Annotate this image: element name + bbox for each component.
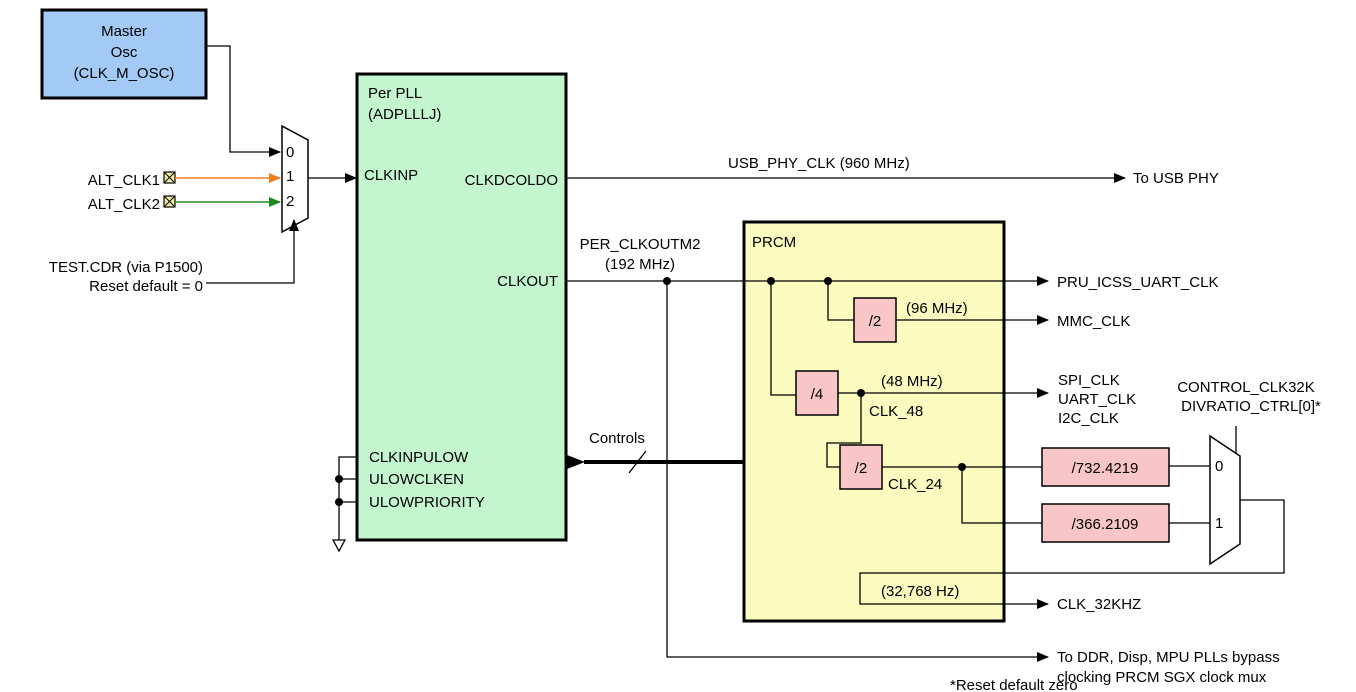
per-freq-label: (192 MHz): [605, 256, 675, 273]
input-mux-in1: 1: [286, 168, 294, 185]
per-clkoutm2-label: PER_CLKOUTM2: [580, 236, 701, 253]
ground-icon: [331, 539, 347, 553]
pll-ulowpriority-label: ULOWPRIORITY: [369, 494, 485, 511]
divratio-ctrl-label: DIVRATIO_CTRL[0]*: [1181, 398, 1321, 415]
div4-block: [795, 370, 839, 416]
master-osc-line2: Osc: [111, 44, 138, 61]
footnote: *Reset default zero: [950, 677, 1078, 692]
per-pll-block: [355, 72, 568, 542]
freq-48-label: (48 MHz): [881, 373, 943, 390]
div2-mmc-label: /2: [869, 313, 882, 330]
usb-phy-clk-label: USB_PHY_CLK (960 MHz): [728, 155, 910, 172]
master-osc-line1: Master: [101, 23, 147, 40]
bypass-clock-wire: [666, 281, 1049, 662]
prcm-title: PRCM: [752, 234, 796, 251]
pll-ulowclken-label: ULOWCLKEN: [369, 471, 464, 488]
ground-tie-wire: [338, 456, 357, 540]
i2c-clk-label: I2C_CLK: [1058, 410, 1119, 427]
pll-clkinpulow-label: CLKINPULOW: [369, 449, 469, 466]
clk48-label: CLK_48: [869, 403, 923, 420]
to-ddr-label-line2: clocking PRCM SGX clock mux: [1057, 669, 1267, 686]
div2-mmc-block: [853, 297, 897, 343]
div-732-block: [1041, 447, 1170, 487]
test-cdr-wire: [206, 219, 299, 284]
clk24-label: CLK_24: [888, 476, 942, 493]
clk-32khz-label: CLK_32KHZ: [1057, 596, 1141, 613]
tie-junction-1: [335, 475, 343, 483]
per-pll-title: Per PLL: [368, 85, 422, 102]
pll-clkdcoldo-label: CLKDCOLDO: [465, 172, 558, 189]
to-usb-phy-label: To USB PHY: [1133, 170, 1219, 187]
pll-clkinp-label: CLKINP: [364, 167, 418, 184]
per-pll-subtitle: (ADPLLLJ): [368, 106, 441, 123]
tie-junction-2: [335, 498, 343, 506]
alt-clk2-pin-icon: [163, 195, 176, 208]
clk32k-mux: [1209, 434, 1241, 566]
prcm-block: [742, 220, 1006, 623]
clk32k-mux-in0: 0: [1215, 458, 1223, 475]
mmc-branch-wire: [827, 281, 854, 321]
control-clk32k-label: CONTROL_CLK32K: [1177, 379, 1315, 396]
input-mux: [281, 124, 309, 234]
div4-branch-wire: [770, 281, 796, 396]
controls-label: Controls: [589, 430, 645, 447]
pll-clkout-label: CLKOUT: [497, 273, 558, 290]
pru-icss-uart-clk-label: PRU_ICSS_UART_CLK: [1057, 274, 1218, 291]
controls-bus-slash: [628, 450, 647, 474]
master-osc-wire: [206, 45, 281, 157]
clk24-branch-wire: [961, 467, 1042, 524]
div-366-block: [1041, 503, 1170, 543]
div-732-label: /732.4219: [1072, 460, 1139, 477]
master-osc-line3: (CLK_M_OSC): [74, 65, 175, 82]
alt-clk1-label: ALT_CLK1: [88, 172, 160, 189]
alt-clk1-pin-icon: [163, 171, 176, 184]
input-mux-in0: 0: [286, 144, 294, 161]
freq-96-label: (96 MHz): [906, 300, 968, 317]
div4-label: /4: [811, 386, 824, 403]
clk32k-mux-in1: 1: [1215, 515, 1223, 532]
input-mux-in2: 2: [286, 193, 294, 210]
uart-clk-label: UART_CLK: [1058, 391, 1136, 408]
alt-clk2-label: ALT_CLK2: [88, 196, 160, 213]
spi-clk-label: SPI_CLK: [1058, 372, 1120, 389]
test-cdr-label: TEST.CDR (via P1500): [49, 259, 203, 276]
master-osc-block: [40, 8, 208, 100]
mmc-clk-label: MMC_CLK: [1057, 313, 1130, 330]
clk48-branch-wire: [826, 393, 862, 468]
clk32k-feedback-wire: [859, 499, 1285, 609]
to-ddr-label-line1: To DDR, Disp, MPU PLLs bypass: [1057, 649, 1280, 666]
freq-32k-label: (32,768 Hz): [881, 583, 959, 600]
div-366-label: /366.2109: [1072, 516, 1139, 533]
div2-clk24-label: /2: [855, 460, 868, 477]
reset-default-label: Reset default = 0: [89, 278, 203, 295]
